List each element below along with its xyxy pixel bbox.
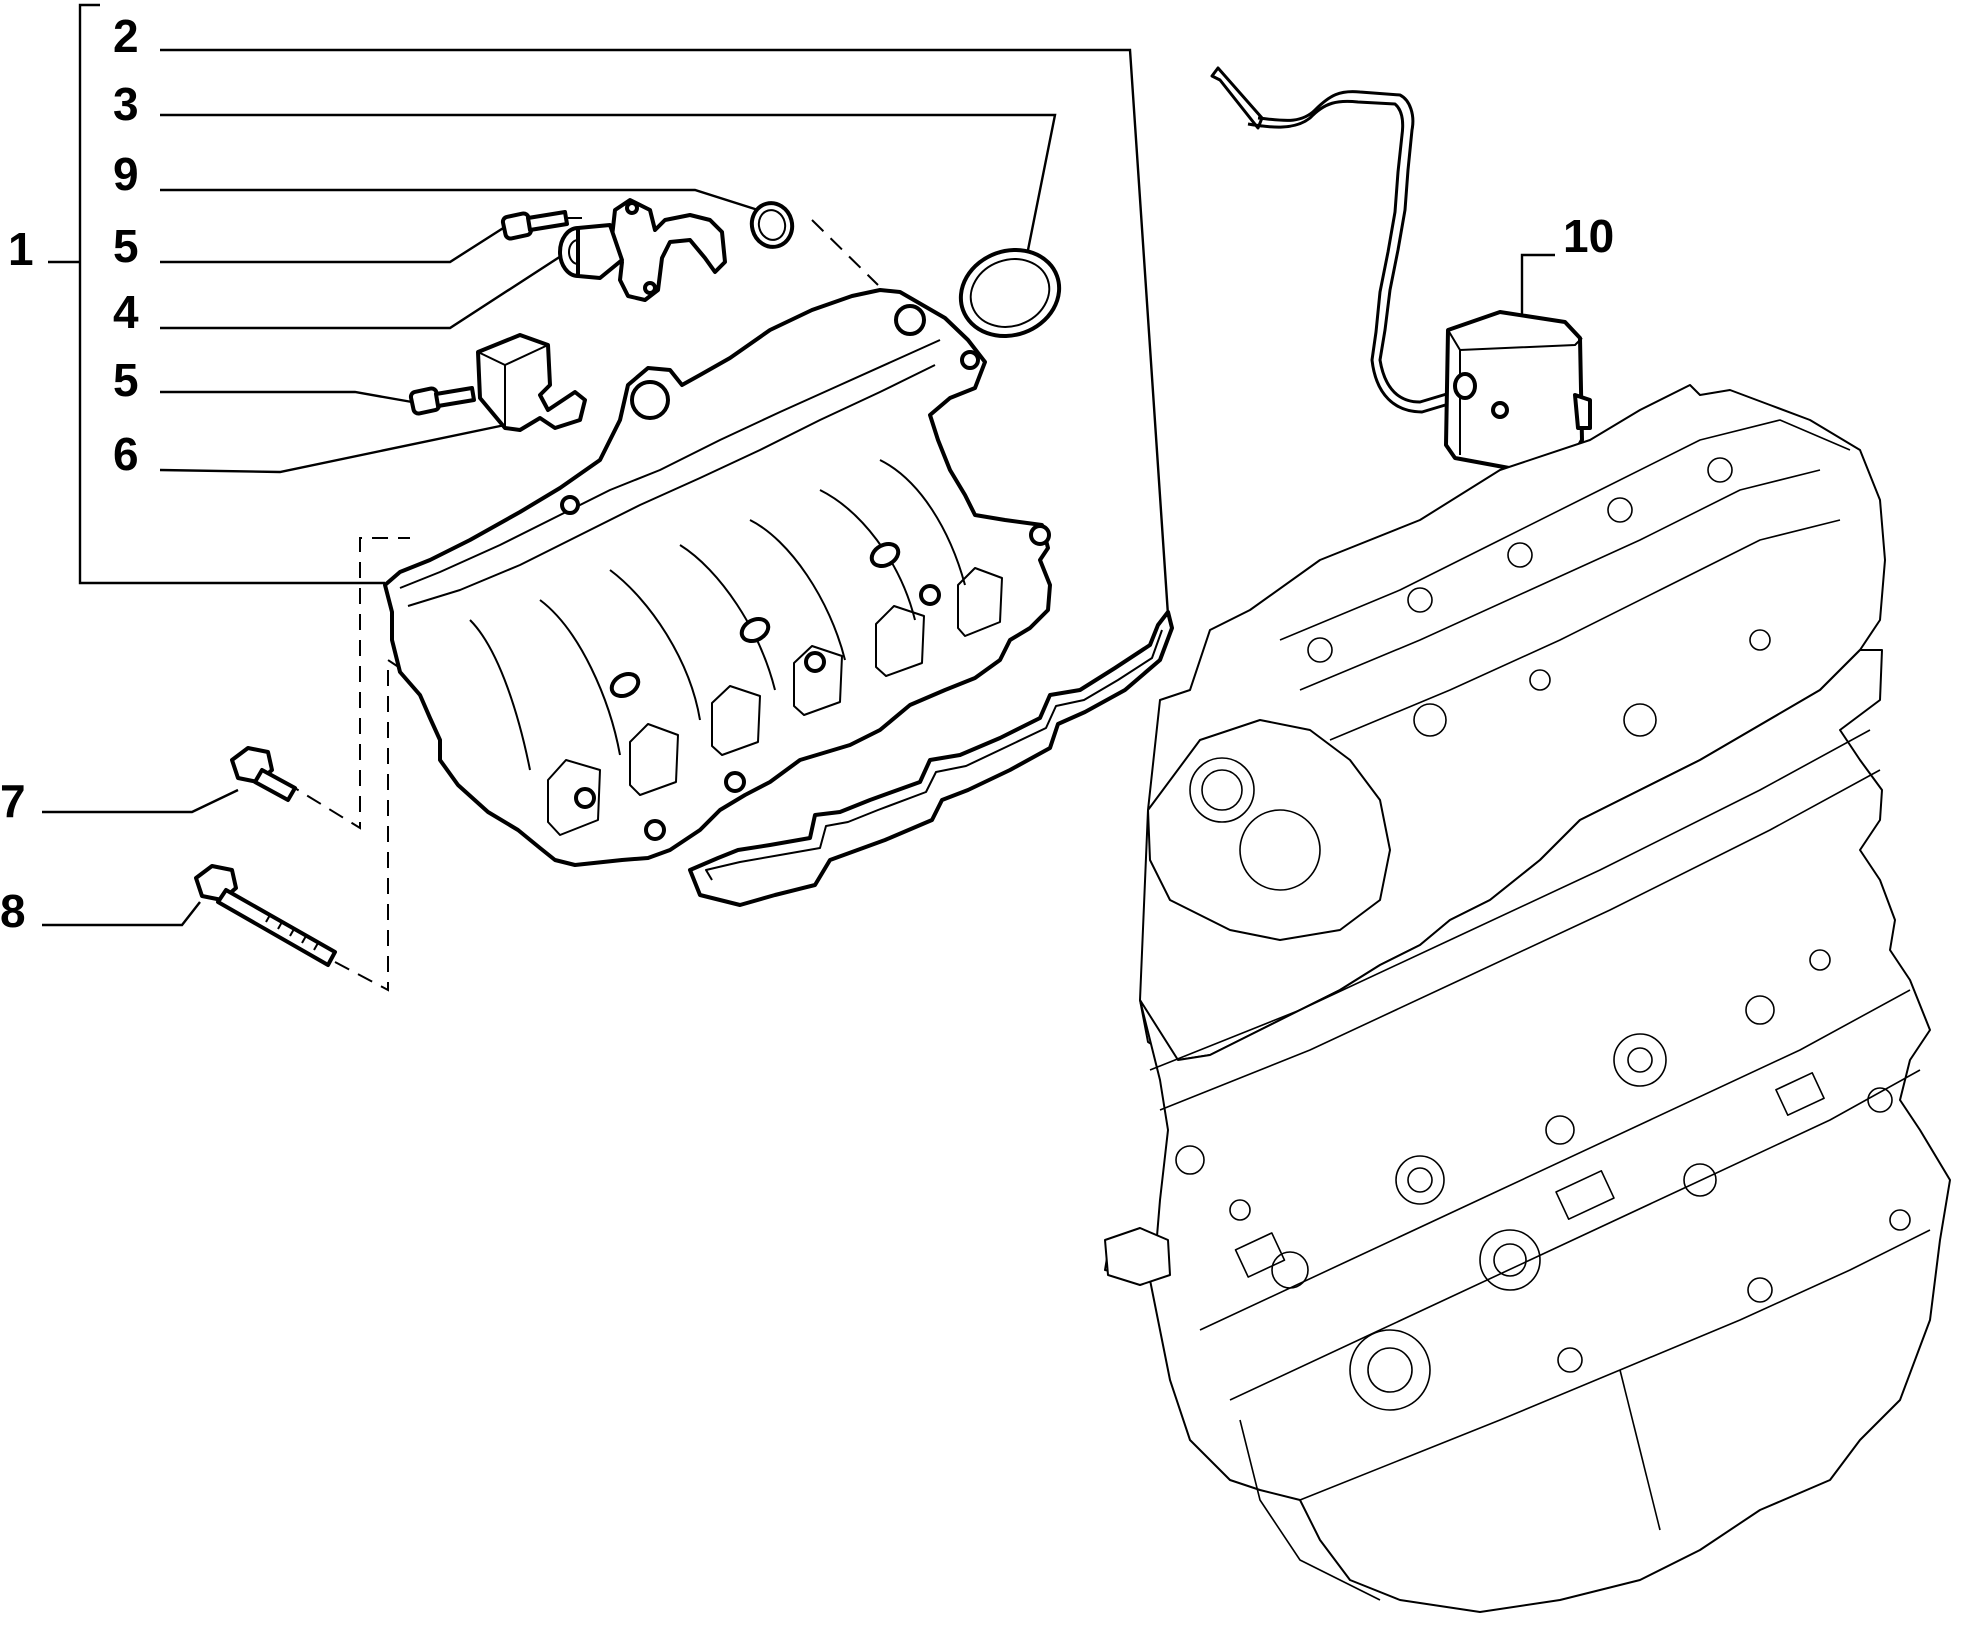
assembly-line-bolt-7	[284, 537, 410, 830]
vapor-canister	[1210, 66, 1592, 472]
assembly-line-bolt-8	[334, 658, 401, 992]
callout-7: 7	[0, 775, 26, 827]
bolt-short	[230, 746, 297, 802]
large-o-ring	[958, 247, 1062, 339]
callout-2: 2	[113, 10, 139, 62]
callout-1: 1	[8, 223, 34, 275]
bolt-long	[194, 864, 337, 967]
callout-8: 8	[0, 885, 26, 937]
leader-lines	[42, 3, 1555, 992]
leader-1-bracket	[78, 3, 385, 585]
bolt-lower	[408, 386, 476, 416]
cylinder-block	[1104, 649, 1951, 1613]
callout-9: 9	[113, 148, 139, 200]
leader-5-lower	[160, 390, 413, 404]
engine-mount-bracket	[1104, 1227, 1171, 1286]
pipe-fitting	[558, 198, 727, 302]
callout-3: 3	[113, 78, 139, 130]
leader-4	[160, 243, 579, 330]
callout-5-upper: 5	[113, 220, 139, 272]
map-sensor	[476, 333, 587, 432]
assembly-line-o-ring	[811, 219, 879, 286]
leader-3	[160, 113, 1057, 251]
leader-6	[159, 423, 506, 474]
leader-2	[160, 48, 1170, 616]
intake-manifold	[383, 288, 1052, 867]
engine-block	[1104, 384, 1951, 1613]
leader-7	[42, 788, 239, 814]
callout-10: 10	[1563, 210, 1614, 262]
bolt-upper	[500, 210, 569, 241]
leader-8	[42, 901, 201, 927]
callout-6: 6	[113, 428, 139, 480]
leader-5-upper	[160, 223, 509, 264]
leader-9	[160, 188, 759, 212]
callout-5-lower: 5	[113, 354, 139, 406]
leader-10	[1520, 253, 1555, 328]
small-o-ring	[749, 201, 795, 249]
manifold-gasket	[688, 610, 1174, 907]
callout-4: 4	[113, 286, 139, 338]
